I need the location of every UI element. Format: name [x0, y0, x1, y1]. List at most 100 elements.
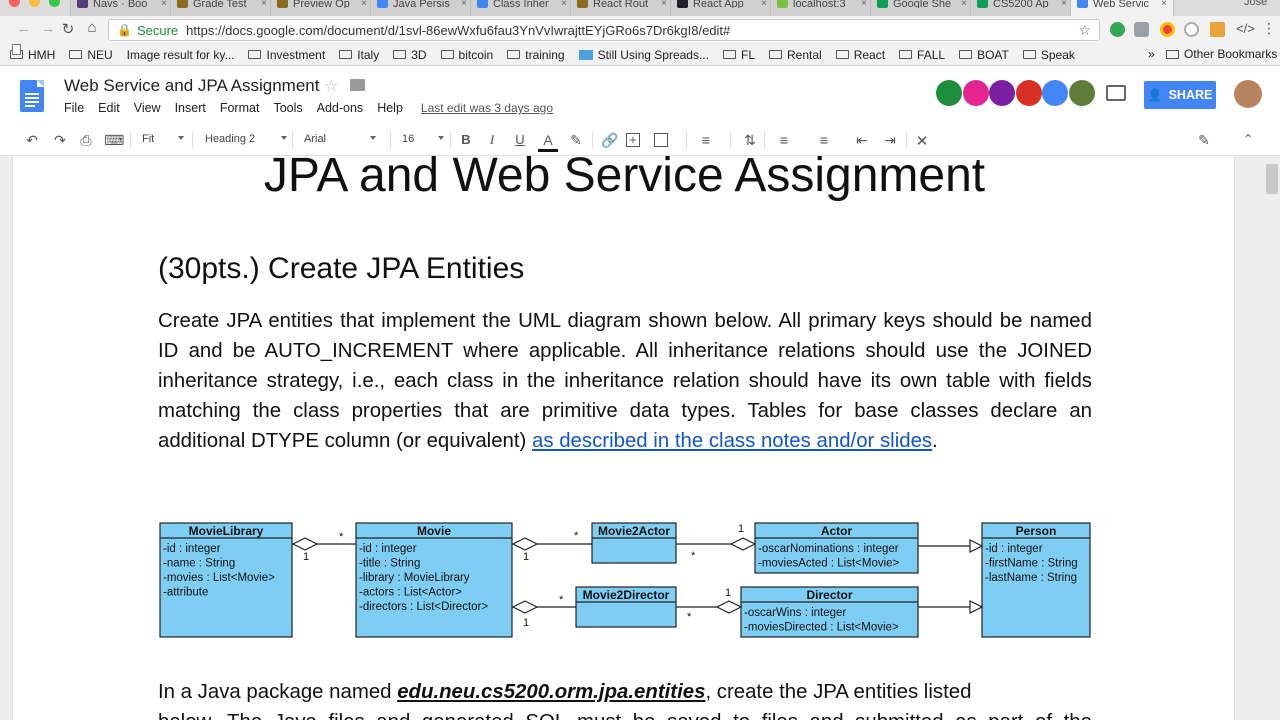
other-bookmarks[interactable]: Other Bookmarks [1166, 47, 1277, 61]
tab-close-icon[interactable]: × [961, 0, 967, 9]
uml-class-actor[interactable]: Actor-oscarNominations : integer-moviesA… [754, 522, 919, 574]
decrease-indent-icon[interactable]: ⇤ [856, 132, 868, 148]
insert-image-icon[interactable] [654, 133, 668, 147]
tab-close-icon[interactable]: × [861, 0, 867, 9]
tab-close-icon[interactable]: × [761, 0, 767, 9]
minimize-window-icon[interactable] [29, 0, 40, 7]
bookmark-item[interactable]: Rental [769, 48, 822, 62]
font-select[interactable]: Arial [304, 133, 378, 145]
paragraph-style-select[interactable]: Heading 2 [205, 133, 287, 145]
url-omnibox[interactable]: 🔒 Secure https://docs.google.com/documen… [108, 19, 1100, 41]
collaborator-avatar-icon[interactable] [1042, 80, 1068, 106]
browser-tab[interactable]: localhost:3× [770, 0, 874, 16]
bookmark-item[interactable]: NEU [69, 48, 113, 62]
google-docs-logo-icon[interactable] [20, 80, 44, 112]
uml-class-movielibrary[interactable]: MovieLibrary-id : integer-name : String-… [159, 522, 293, 638]
back-arrow-icon[interactable]: ← [16, 20, 32, 37]
tab-close-icon[interactable]: × [161, 0, 167, 9]
bookmark-item[interactable]: Still Using Spreads... [578, 48, 709, 62]
bookmark-item[interactable]: React [835, 48, 885, 62]
browser-tab[interactable]: Web Servic× [1070, 0, 1174, 16]
bookmark-item[interactable]: Italy [339, 48, 379, 62]
tab-close-icon[interactable]: × [1161, 0, 1167, 9]
extension-icon[interactable] [1184, 22, 1199, 37]
menu-addons[interactable]: Add-ons [316, 101, 364, 115]
uml-class-movie[interactable]: Movie-id : integer-title : String-librar… [355, 522, 513, 638]
document-title[interactable]: Web Service and JPA Assignment [64, 76, 320, 95]
highlight-icon[interactable]: ✎ [570, 132, 582, 148]
collaborator-avatar-icon[interactable] [1068, 80, 1095, 106]
bold-icon[interactable]: B [461, 132, 471, 147]
account-avatar[interactable] [1234, 80, 1262, 108]
browser-tab[interactable]: React Rout× [570, 0, 674, 16]
paint-format-icon[interactable]: ⌨ [104, 132, 125, 148]
bookmark-item[interactable]: bitcoin [440, 48, 493, 62]
forward-arrow-icon[interactable]: → [40, 20, 56, 37]
redo-icon[interactable]: ↷ [54, 132, 66, 148]
document-page[interactable]: JPA and Web Service Assignment (30pts.) … [12, 156, 1235, 720]
browser-tab[interactable]: CS5200 Ap× [970, 0, 1074, 16]
menu-file[interactable]: File [64, 101, 85, 115]
collaborator-avatar-icon[interactable] [1015, 80, 1042, 106]
move-to-folder-icon[interactable] [350, 79, 365, 91]
browser-tab[interactable]: React App× [670, 0, 774, 16]
bookmark-item[interactable]: training [507, 48, 565, 62]
vertical-scrollbar[interactable] [1266, 164, 1278, 194]
uml-diagram[interactable]: MovieLibrary-id : integer-name : String-… [159, 516, 1095, 642]
increase-indent-icon[interactable]: ⇥ [884, 132, 896, 148]
menu-view[interactable]: View [133, 101, 161, 115]
heading-1[interactable]: JPA and Web Service Assignment [263, 156, 986, 202]
text-color-icon[interactable]: A [538, 132, 558, 152]
zoom-window-icon[interactable] [49, 0, 60, 7]
collaborator-avatar-icon[interactable] [962, 80, 989, 106]
tab-close-icon[interactable]: × [661, 0, 667, 9]
url-text[interactable]: https://docs.google.com/document/d/1svl-… [186, 22, 731, 38]
undo-icon[interactable]: ↶ [26, 132, 38, 148]
browser-tab[interactable]: Preview Op× [270, 0, 374, 16]
underline-icon[interactable]: U [515, 132, 525, 147]
profile-name[interactable]: Jose [1244, 0, 1268, 8]
collapse-chevron-icon[interactable]: ⌃ [1242, 132, 1254, 146]
tab-close-icon[interactable]: × [261, 0, 267, 9]
browser-tab[interactable]: Grade Test× [170, 0, 274, 16]
uml-class-person[interactable]: Person-id : integer-firstName : String-l… [981, 522, 1091, 638]
menu-help[interactable]: Help [377, 101, 403, 115]
italic-icon[interactable]: I [489, 132, 495, 147]
reload-icon[interactable]: ↻ [61, 21, 75, 38]
zoom-select[interactable]: Fit [142, 133, 184, 145]
extension-icon[interactable] [1134, 22, 1149, 37]
clear-formatting-icon[interactable]: ✕ [915, 133, 929, 150]
bookmark-item[interactable]: Speak [1022, 48, 1075, 62]
code-icon[interactable]: </> [1236, 21, 1255, 36]
print-icon[interactable]: ⎙ [80, 132, 92, 148]
star-icon[interactable]: ☆ [324, 78, 339, 95]
close-window-icon[interactable] [9, 0, 20, 7]
body-paragraph[interactable]: Create JPA entities that implement the U… [158, 306, 1092, 456]
editing-mode-icon[interactable]: ✎ [1198, 132, 1210, 148]
uml-class-movie2director[interactable]: Movie2Director [575, 586, 677, 628]
browser-tab[interactable]: Navs · Boo× [70, 0, 174, 16]
collaborator-avatar-icon[interactable] [936, 80, 962, 106]
extension-icon[interactable] [1110, 22, 1125, 37]
browser-tab[interactable]: Java Persis× [370, 0, 474, 16]
bookmark-item[interactable]: Image result for ky... [12, 44, 234, 62]
uml-class-director[interactable]: Director-oscarWins : integer-moviesDirec… [740, 586, 919, 638]
browser-tab[interactable]: Google She× [870, 0, 974, 16]
uml-class-movie2actor[interactable]: Movie2Actor [591, 522, 677, 564]
insert-comment-icon[interactable]: + [626, 133, 640, 147]
menu-tools[interactable]: Tools [273, 101, 303, 115]
extension-icon[interactable] [1210, 22, 1225, 37]
body-paragraph-2[interactable]: In a Java package named edu.neu.cs5200.o… [158, 677, 1092, 720]
share-button[interactable]: 👤 SHARE [1144, 81, 1216, 109]
tab-close-icon[interactable]: × [361, 0, 367, 9]
last-edit-link[interactable]: Last edit was 3 days ago [420, 101, 553, 115]
class-notes-link[interactable]: as described in the class notes and/or s… [532, 430, 933, 452]
bookmark-item[interactable]: Investment [248, 48, 325, 62]
chrome-extension-icon[interactable] [1160, 22, 1175, 37]
align-left-icon[interactable]: ≡ [701, 132, 711, 148]
menu-dots-icon[interactable]: ⋮ [1262, 20, 1276, 36]
home-icon[interactable]: ⌂ [87, 19, 97, 36]
numbered-list-icon[interactable]: ≡ [779, 132, 789, 148]
tab-close-icon[interactable]: × [561, 0, 567, 9]
bookmark-item[interactable]: FALL [899, 48, 945, 62]
